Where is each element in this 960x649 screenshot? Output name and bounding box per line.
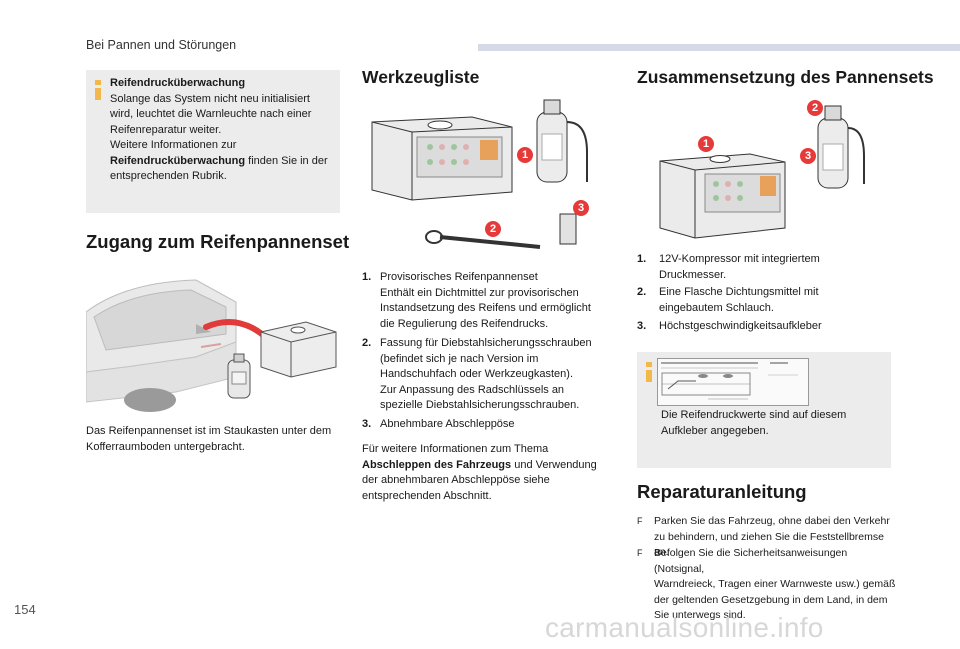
list-number: 2. xyxy=(362,337,372,349)
list-number: 3. xyxy=(362,418,372,430)
info-line-rest: finden Sie in der xyxy=(245,154,328,167)
bullet-mark: F xyxy=(637,548,643,558)
info-icon xyxy=(95,80,101,100)
callout-badge-3: 3 xyxy=(800,148,816,164)
list-line: Instandsetzung des Reifens und ermöglich… xyxy=(380,302,591,314)
list-line: die Regulierung des Reifendrucks. xyxy=(380,317,549,330)
info-bold-term: Reifendrucküberwachung xyxy=(110,154,246,167)
info-line: Weitere Informationen zur xyxy=(110,139,237,151)
towing-note: Für weitere Informationen zum Thema Absc… xyxy=(362,442,622,504)
bullet-line: zu behindern, und ziehen Sie die Festste… xyxy=(654,530,884,559)
tire-pressure-label-image xyxy=(657,358,809,406)
callout-badge-1: 1 xyxy=(698,136,714,152)
info-icon xyxy=(646,362,652,382)
note-line-rest: und Verwendung xyxy=(511,458,597,471)
bullet-line: Sie unterwegs sind. xyxy=(654,609,746,621)
tools-heading: Werkzeugliste xyxy=(362,67,480,87)
list-line: Höchstgeschwindigkeitsaufkleber xyxy=(659,320,822,332)
list-number: 1. xyxy=(637,253,647,265)
header-bar xyxy=(478,44,960,51)
kit-illustration: 1 2 3 xyxy=(650,96,870,246)
info-box-tire-pressure: Reifendrucküberwachung Solange das Syste… xyxy=(86,70,340,213)
list-line: Provisorisches Reifenpannenset xyxy=(380,271,538,283)
list-number: 1. xyxy=(362,271,372,283)
car-trunk-illustration xyxy=(85,272,340,412)
page-number: 154 xyxy=(14,602,36,617)
info-line: Solange das System nicht neu initialisie… xyxy=(110,92,310,105)
note-bold-term: Abschleppen des Fahrzeugs xyxy=(362,458,512,471)
access-caption: Das Reifenpannenset ist im Staukasten un… xyxy=(86,425,332,437)
list-line: Druckmesser. xyxy=(659,268,727,281)
list-number: 2. xyxy=(637,286,647,298)
info-line: Reifenreparatur weiter. xyxy=(110,123,222,136)
note-line: der abnehmbaren Abschleppöse siehe xyxy=(362,474,550,486)
note-line: Abschleppen des Fahrzeugs und Verwendung xyxy=(362,458,622,474)
access-heading: Zugang zum Reifenpannenset xyxy=(86,231,350,252)
list-line: Fassung für Diebstahlsicherungsschrauben xyxy=(380,337,592,349)
bullet-line: Befolgen Sie die Sicherheitsanweisungen … xyxy=(654,547,848,575)
list-line: Eine Flasche Dichtungsmittel mit xyxy=(659,286,819,298)
info-line: Reifendrucküberwachung finden Sie in der xyxy=(110,154,336,170)
list-line: eingebautem Schlauch. xyxy=(659,301,774,314)
list-line: (befindet sich je nach Version im xyxy=(380,352,539,365)
info-line: wird, leuchtet die Warnleuchte nach eine… xyxy=(110,108,312,120)
bullet-line: Warndreieck, Tragen einer Warnweste usw.… xyxy=(654,578,896,590)
info-line: Aufkleber angegeben. xyxy=(661,424,769,437)
tools-illustration: 1 2 3 xyxy=(362,92,602,258)
bullet-line: Parken Sie das Fahrzeug, ohne dabei den … xyxy=(654,515,890,527)
repair-heading: Reparaturanleitung xyxy=(637,481,807,502)
info-title: Reifendrucküberwachung xyxy=(110,77,246,89)
access-caption: Kofferraumboden untergebracht. xyxy=(86,440,245,453)
kit-heading: Zusammensetzung des Pannensets xyxy=(637,67,934,87)
callout-badge-3: 3 xyxy=(573,200,589,216)
info-line: entsprechenden Rubrik. xyxy=(110,170,227,182)
callout-badge-2: 2 xyxy=(485,221,501,237)
bullet-mark: F xyxy=(637,516,643,526)
bullet-line: der geltenden Gesetzgebung in dem Land, … xyxy=(654,593,888,606)
list-line: Enthält ein Dichtmittel zur provisorisch… xyxy=(380,286,579,299)
list-line: Zur Anpassung des Radschlüssels an xyxy=(380,383,565,396)
list-number: 3. xyxy=(637,320,647,332)
info-line: Die Reifendruckwerte sind auf diesem xyxy=(661,409,847,421)
list-line: 12V-Kompressor mit integriertem xyxy=(659,253,820,265)
note-line: Für weitere Informationen zum Thema xyxy=(362,443,549,455)
watermark: carmanualsonline.info xyxy=(545,612,824,643)
list-line: Handschuhfach oder Werkzeugkasten). xyxy=(380,368,574,380)
list-line: spezielle Diebstahlsicherungsschrauben. xyxy=(380,399,580,411)
list-line: Abnehmbare Abschleppöse xyxy=(380,418,515,430)
section-header: Bei Pannen und Störungen xyxy=(86,38,237,52)
callout-badge-2: 2 xyxy=(807,100,823,116)
info-box-tire-label: Die Reifendruckwerte sind auf diesem Auf… xyxy=(637,352,891,468)
callout-badge-1: 1 xyxy=(517,147,533,163)
note-line: entsprechenden Abschnitt. xyxy=(362,489,492,502)
